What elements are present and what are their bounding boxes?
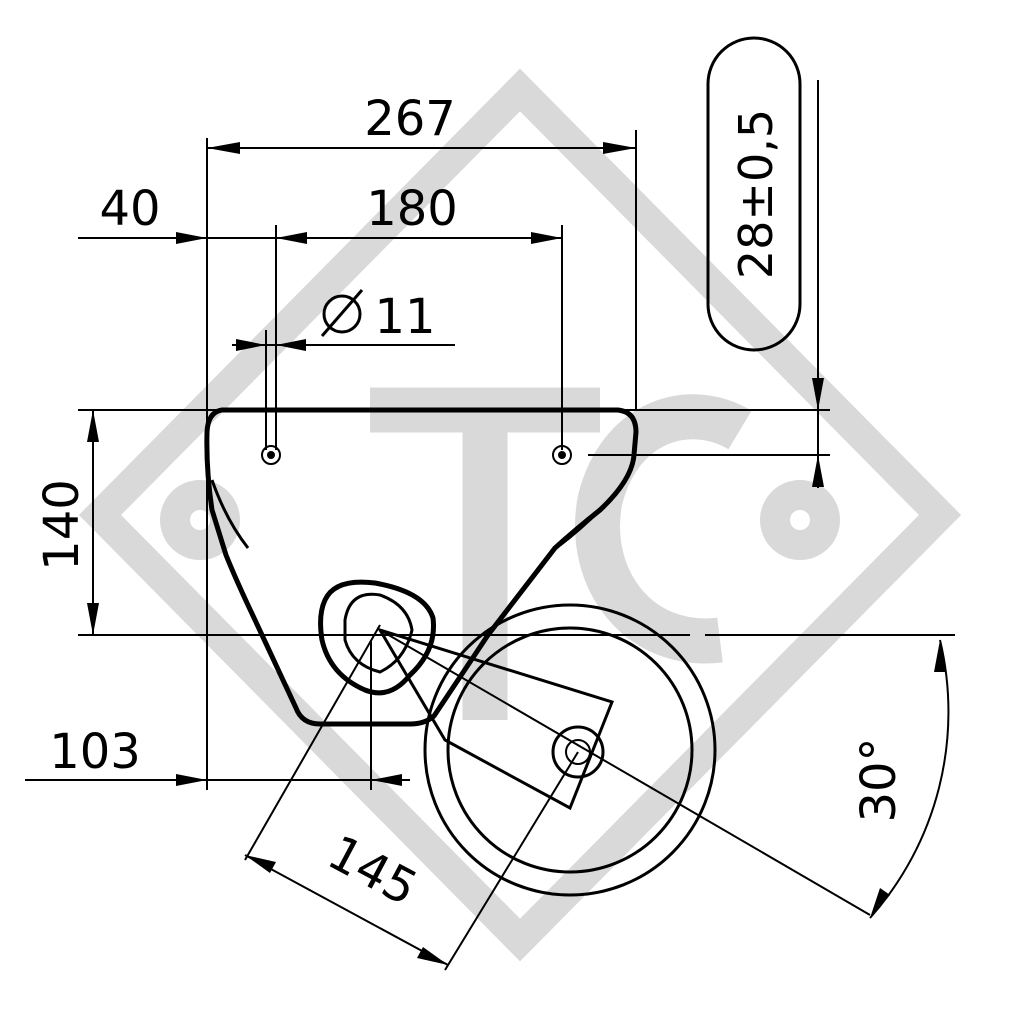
dim-offset-left: 40 [99, 181, 160, 237]
axle-mount [318, 579, 437, 696]
wheel-fork [376, 627, 614, 811]
diameter-icon [320, 289, 364, 337]
wheel-assembly [376, 603, 717, 897]
dim-overall-width: 267 [364, 91, 456, 147]
dimension-lines [25, 80, 950, 966]
dim-thickness-tolerance: 28±0,5 [729, 109, 783, 279]
wheel-outer [423, 603, 717, 897]
dim-hole-spacing: 180 [366, 181, 458, 237]
wheel-inner [446, 626, 694, 874]
wheel-hub [551, 725, 605, 779]
dim-height: 140 [34, 479, 90, 571]
dim-axle-offset: 103 [49, 724, 141, 780]
mounting-hole-left [261, 445, 281, 465]
dim-hole-diameter: 11 [374, 289, 435, 345]
dim-swing-angle: 30° [851, 737, 907, 822]
construction-lines [78, 130, 955, 971]
mounting-plate [204, 407, 639, 727]
tolerance-capsule [706, 36, 802, 352]
